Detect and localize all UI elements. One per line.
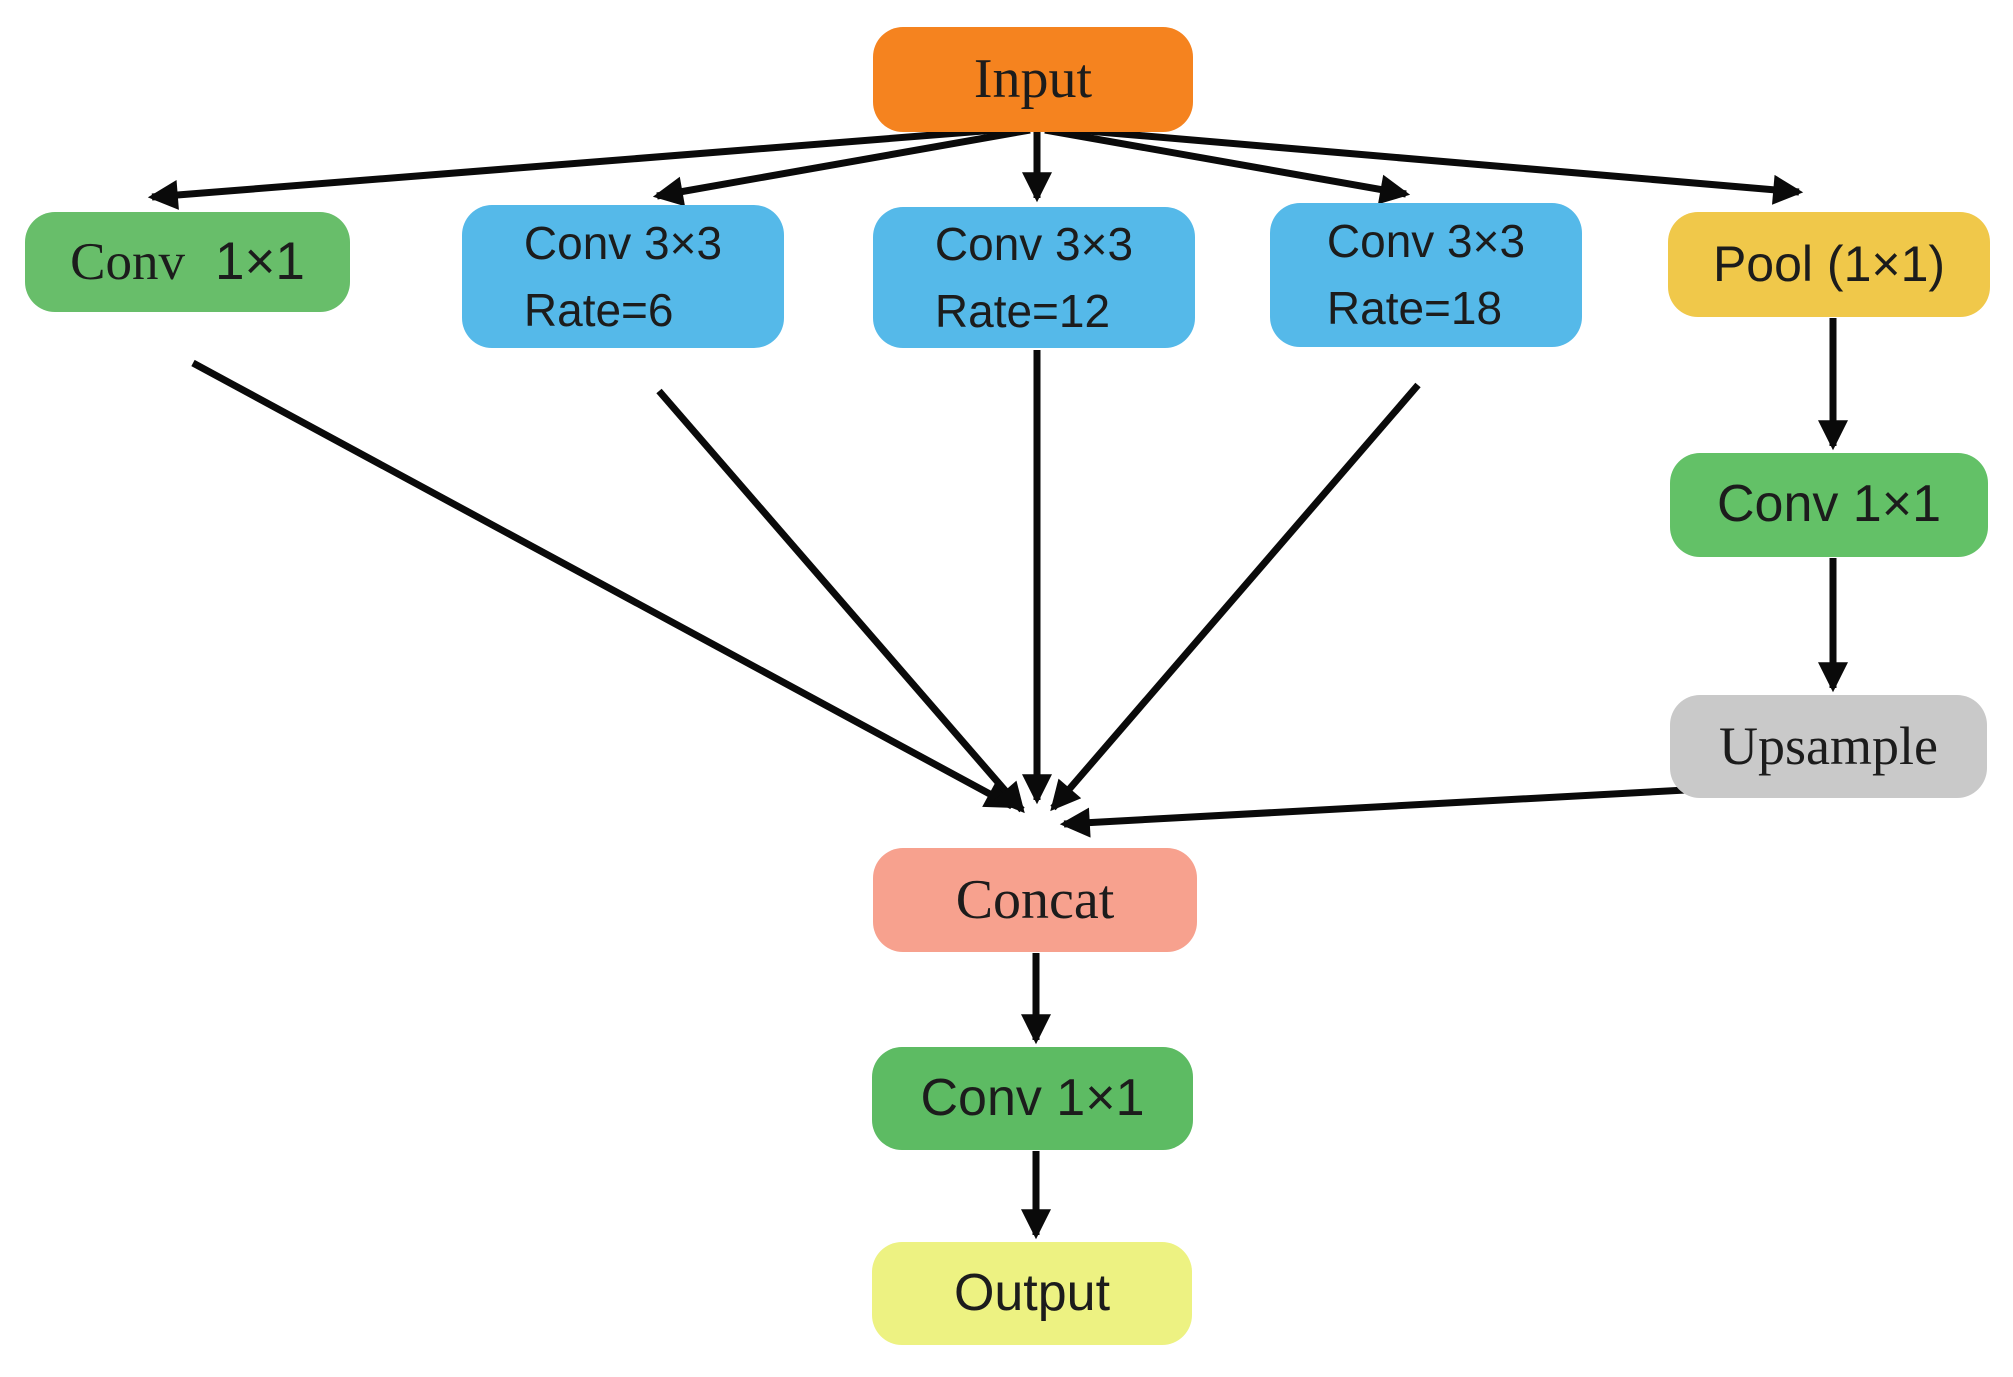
node-conv3x3-rate6: Conv 3×3 Rate=6	[462, 205, 784, 348]
node-conv3x3-rate18: Conv 3×3 Rate=18	[1270, 203, 1582, 347]
node-input: Input	[873, 27, 1193, 132]
edge-conv1x1-left-to-concat	[191, 359, 1016, 810]
edge-input-to-conv3x3-rate18	[1044, 126, 1411, 205]
node-pool-label: Pool (1×1)	[1712, 235, 1946, 292]
line-gap	[935, 271, 1133, 285]
node-output: Output	[872, 1242, 1192, 1345]
node-conv3x3-rate18-line1: Conv 3×3	[1326, 215, 1526, 268]
node-conv1x1-right-label: Conv 1×1	[1716, 475, 1942, 534]
edge-upsample-to-concat	[1059, 786, 1687, 838]
node-conv3x3-rate6-line1: Conv 3×3	[523, 216, 723, 269]
node-conv3x3-rate12-line1: Conv 3×3	[934, 217, 1134, 270]
node-conv1x1-left-word2: 1×1	[214, 231, 305, 291]
edge-input-to-conv3x3-rate6	[652, 126, 1031, 207]
node-concat-label: Concat	[955, 868, 1115, 931]
line-gap	[524, 270, 722, 284]
line-gap	[1327, 268, 1525, 282]
node-conv3x3-rate12: Conv 3×3 Rate=12	[873, 207, 1195, 348]
node-concat: Concat	[873, 848, 1197, 952]
node-conv3x3-rate18-line2: Rate=18	[1326, 282, 1503, 334]
node-conv3x3-rate6-line2: Rate=6	[523, 283, 674, 336]
node-output-label: Output	[953, 1263, 1111, 1322]
node-conv1x1-left-word1: Conv	[70, 232, 185, 291]
node-upsample: Upsample	[1670, 695, 1987, 798]
edge-conv3x3-rate6-to-concat	[656, 388, 1025, 814]
node-input-label: Input	[973, 48, 1093, 111]
node-conv1x1-final-label: Conv 1×1	[920, 1068, 1145, 1127]
node-conv1x1-left: Conv 1×1	[25, 212, 350, 312]
node-conv3x3-rate12-line2: Rate=12	[934, 284, 1111, 337]
edge-input-to-pool	[1051, 124, 1804, 205]
node-upsample-label: Upsample	[1719, 716, 1938, 777]
node-conv1x1-right: Conv 1×1	[1670, 453, 1988, 557]
node-conv1x1-final: Conv 1×1	[872, 1047, 1193, 1150]
edge-conv3x3-rate18-to-concat	[1050, 382, 1421, 812]
edge-input-to-conv1x1-left	[147, 124, 1023, 210]
node-pool: Pool (1×1)	[1668, 212, 1990, 317]
